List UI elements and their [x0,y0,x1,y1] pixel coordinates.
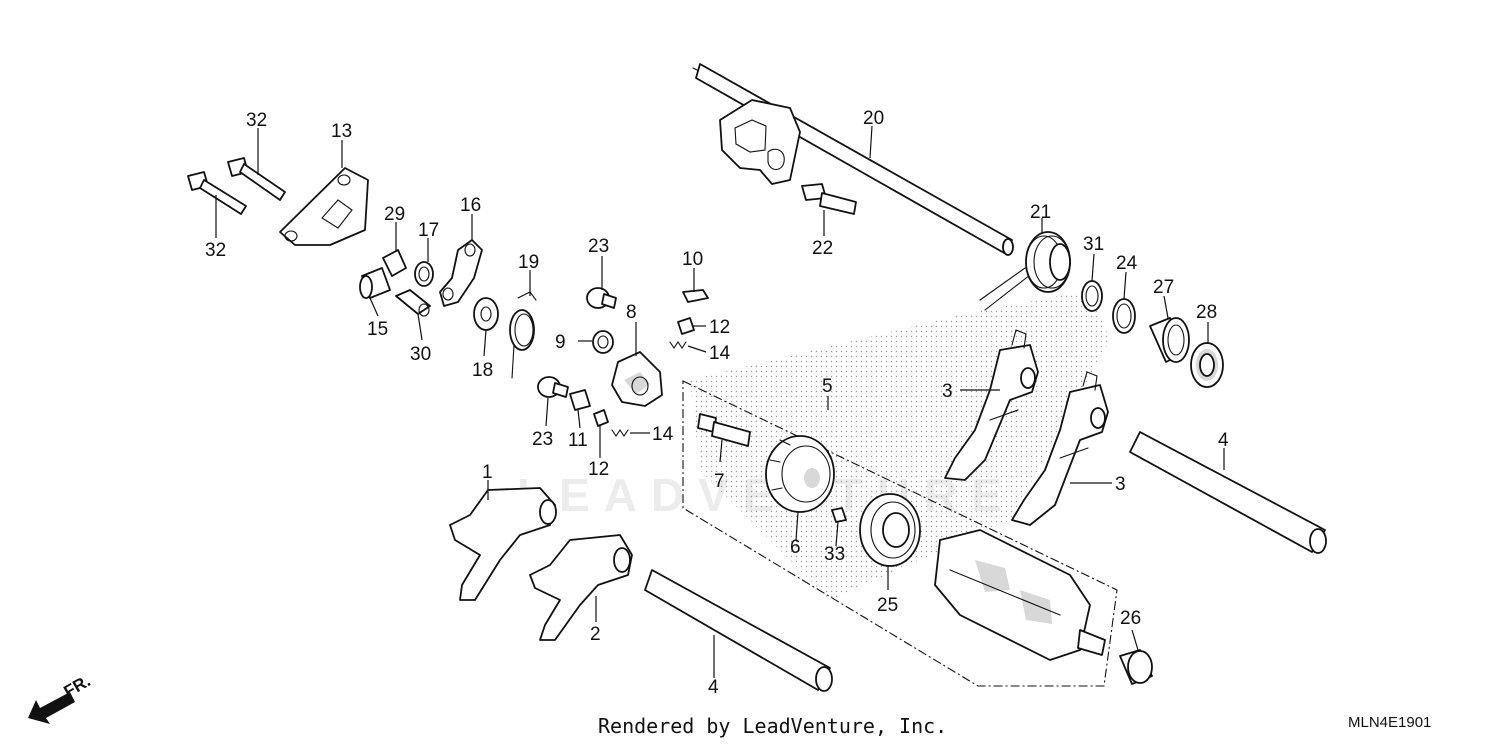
label-4b: 4 [708,677,719,698]
shift-fork-2[interactable] [529,534,633,641]
stopper-arm-16[interactable] [439,239,483,307]
label-4a: 4 [1218,430,1229,451]
label-8: 8 [626,302,637,323]
label-15: 15 [367,319,388,340]
label-28: 28 [1196,302,1217,323]
plunger-12-lower[interactable] [593,409,609,427]
label-2: 2 [590,624,601,645]
label-25: 25 [877,595,898,616]
stopper-plate-13[interactable] [279,167,369,246]
label-21: 21 [1030,202,1051,223]
fork-shaft-4-upper[interactable] [1129,431,1327,554]
oil-seal-28[interactable] [1190,342,1224,388]
pin-11[interactable] [569,389,591,411]
drum-plate-6[interactable] [765,435,835,513]
dowel-29[interactable] [382,249,407,277]
bolt-23-lower[interactable] [537,376,569,398]
label-13: 13 [331,121,352,142]
spring-14-upper[interactable] [669,341,687,349]
circlip-31[interactable] [1081,280,1103,312]
label-24: 24 [1116,253,1138,274]
label-3a: 3 [942,381,953,402]
label-22: 22 [812,238,833,259]
label-32b: 32 [205,240,226,261]
label-14a: 14 [709,343,731,364]
return-spring[interactable] [979,231,1071,311]
washer-17[interactable] [414,261,434,287]
label-10: 10 [682,249,703,270]
needle-bearing-27[interactable] [1149,317,1190,363]
label-29: 29 [384,204,405,225]
bolt-32-lower[interactable] [187,171,247,215]
pin-30[interactable] [395,289,431,317]
label-26: 26 [1120,608,1141,629]
diagram-code: MLN4E1901 [1348,714,1432,731]
front-direction-arrow: FR. [28,671,94,724]
shift-shaft[interactable] [692,63,1014,256]
label-1: 1 [482,462,493,483]
leader-lines [215,125,1225,678]
bolt-22[interactable] [801,183,857,215]
washer-24[interactable] [1112,298,1136,334]
label-27: 27 [1153,277,1174,298]
bolt-7[interactable] [697,413,751,447]
label-7: 7 [714,471,725,492]
bolt-32-upper[interactable] [227,157,286,201]
label-33: 33 [824,544,845,565]
label-19: 19 [518,252,539,273]
label-11: 11 [568,430,588,451]
label-18: 18 [472,360,493,381]
label-6: 6 [790,537,801,558]
pin-10[interactable] [682,289,709,303]
assembly-frame [682,380,1118,687]
credit-text: Rendered by LeadVenture, Inc. [598,714,948,738]
label-32a: 32 [246,110,267,131]
part-labels: 32 32 13 29 17 16 19 23 8 9 10 12 14 14 … [205,108,1229,698]
bolt-23-upper[interactable] [586,287,617,309]
spring-14-lower[interactable] [611,429,629,437]
label-23b: 23 [532,429,553,450]
shift-fork-1[interactable] [449,487,557,601]
label-30: 30 [410,344,431,365]
label-16: 16 [460,195,481,216]
label-31: 31 [1083,234,1104,255]
label-12a: 12 [709,317,730,338]
washer-18[interactable] [473,297,499,331]
label-17: 17 [418,220,439,241]
collar-15[interactable] [359,267,391,299]
label-20: 20 [863,108,884,129]
shift-fork-3a[interactable] [944,329,1039,481]
shift-fork-3b[interactable] [1011,371,1109,526]
label-3b: 3 [1115,474,1126,495]
bearing-25[interactable] [859,493,921,567]
plunger-12-upper[interactable] [677,317,695,335]
bearing-26[interactable] [1119,649,1153,685]
label-23a: 23 [588,236,609,257]
drum-center-8[interactable] [611,351,663,407]
label-14b: 14 [652,424,674,445]
shift-drum[interactable] [934,529,1106,661]
pin-33[interactable] [831,507,847,523]
label-5: 5 [822,376,833,397]
label-9: 9 [555,332,566,353]
spring-19[interactable] [509,291,537,379]
collar-9[interactable] [592,330,614,354]
label-12b: 12 [588,459,609,480]
fork-shaft-4-lower[interactable] [644,569,833,692]
